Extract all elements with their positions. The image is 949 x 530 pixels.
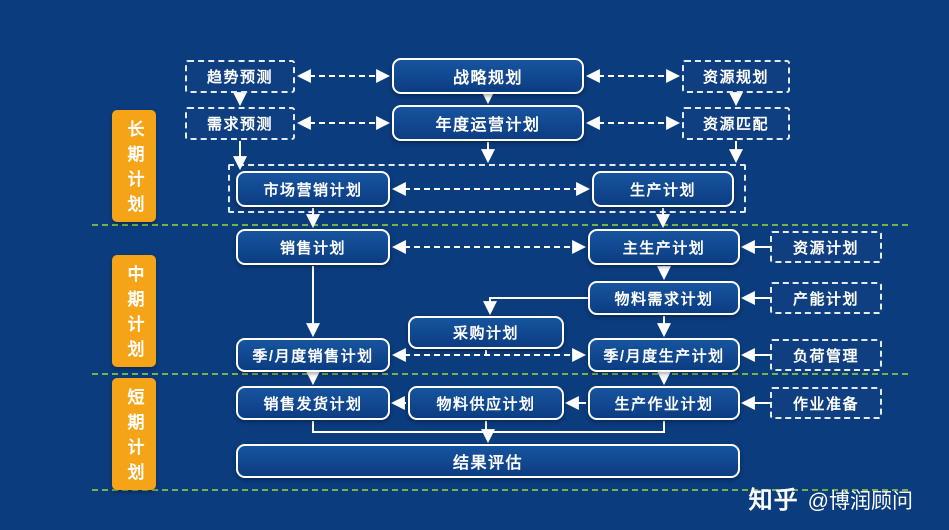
- node-material-requirements-plan: 物料需求计划: [588, 281, 740, 315]
- node-master-production-plan: 主生产计划: [588, 229, 740, 265]
- node-operation-preparation: 作业准备: [770, 387, 882, 419]
- band-label-mid-term: 中期计划: [112, 255, 156, 367]
- watermark-brand: 知乎: [748, 487, 799, 514]
- group-marketing-production: [228, 164, 746, 213]
- band-separator-mid-short: [92, 373, 908, 375]
- node-purchasing-plan: 采购计划: [408, 316, 564, 349]
- node-annual-operating-plan: 年度运营计划: [392, 105, 584, 141]
- node-marketing-plan: 市场营销计划: [236, 171, 390, 207]
- band-label-short-term: 短期计划: [112, 378, 156, 490]
- node-demand-forecast: 需求预测: [185, 107, 295, 140]
- node-sales-delivery-plan: 销售发货计划: [236, 386, 390, 420]
- band-separator-long-mid: [92, 224, 908, 226]
- watermark: 知乎 @博润顾问: [749, 480, 913, 515]
- node-strategic-planning: 战略规划: [392, 58, 584, 94]
- node-trend-forecast: 趋势预测: [185, 60, 295, 93]
- band-separator-bottom: [92, 489, 908, 491]
- node-resource-planning: 资源规划: [682, 60, 790, 93]
- node-material-supply-plan: 物料供应计划: [408, 386, 564, 420]
- node-production-operation-plan: 生产作业计划: [588, 386, 740, 420]
- node-load-management: 负荷管理: [770, 339, 882, 371]
- node-result-evaluation: 结果评估: [236, 444, 740, 478]
- node-production-plan: 生产计划: [592, 171, 734, 207]
- node-capacity-plan: 产能计划: [770, 282, 882, 314]
- watermark-handle: @博润顾问: [807, 490, 913, 513]
- node-resource-matching: 资源匹配: [682, 107, 790, 140]
- node-sales-plan: 销售计划: [236, 229, 390, 265]
- node-resource-plan: 资源计划: [770, 231, 882, 263]
- node-monthly-production-plan: 季/月度生产计划: [588, 338, 740, 372]
- node-monthly-sales-plan: 季/月度销售计划: [236, 338, 390, 372]
- band-label-long-term: 长期计划: [112, 110, 156, 222]
